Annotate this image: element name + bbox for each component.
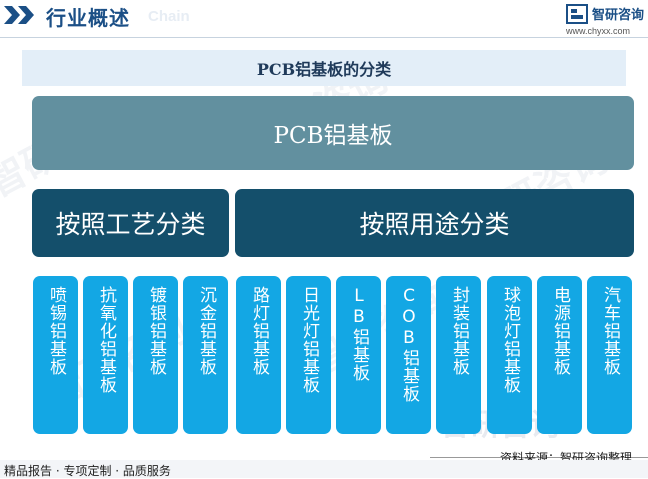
- leaf-node: 喷锡铝基板: [33, 276, 78, 434]
- page-header: 行业概述 Chain 智研咨询 www.chyxx.com: [0, 0, 648, 36]
- logo-url: www.chyxx.com: [566, 26, 631, 36]
- logo-icon: [566, 4, 588, 24]
- root-node: PCB铝基板: [32, 96, 634, 170]
- leaf-label: COB铝基板: [399, 286, 419, 403]
- leaf-node: 抗氧化铝基板: [83, 276, 128, 434]
- category-node-process: 按照工艺分类: [32, 189, 229, 257]
- leaf-label: 电源铝基板: [550, 286, 570, 376]
- leaf-label: 日光灯铝基板: [299, 286, 319, 394]
- leaf-label: LB铝基板: [349, 286, 369, 382]
- leaf-label: 镀银铝基板: [146, 286, 166, 376]
- leaf-node: 汽车铝基板: [587, 276, 632, 434]
- section-title: 行业概述: [46, 6, 130, 30]
- leaf-node: 封装铝基板: [436, 276, 481, 434]
- footer-tagline: 精品报告 · 专项定制 · 品质服务: [4, 464, 171, 478]
- diagram-title: PCB铝基板的分类: [22, 50, 626, 86]
- leaf-node: 球泡灯铝基板: [487, 276, 532, 434]
- leaf-node: 日光灯铝基板: [286, 276, 331, 434]
- leaf-label: 路灯铝基板: [249, 286, 269, 376]
- leaf-label: 喷锡铝基板: [46, 286, 66, 376]
- chevron-marks-icon: [4, 6, 34, 24]
- header-ghost-text: Chain: [148, 8, 190, 25]
- leaf-label: 球泡灯铝基板: [500, 286, 520, 394]
- category-node-usage: 按照用途分类: [235, 189, 634, 257]
- leaf-label: 沉金铝基板: [196, 286, 216, 376]
- logo-name: 智研咨询: [592, 8, 645, 23]
- leaf-node: 电源铝基板: [537, 276, 582, 434]
- leaf-node: 沉金铝基板: [183, 276, 228, 434]
- footer-bar: [0, 460, 648, 478]
- leaf-node: 路灯铝基板: [236, 276, 281, 434]
- leaf-label: 封装铝基板: [449, 286, 469, 376]
- leaf-node: 镀银铝基板: [133, 276, 178, 434]
- header-divider: [0, 37, 648, 38]
- source-divider: [430, 457, 648, 458]
- leaf-node: COB铝基板: [386, 276, 431, 434]
- leaf-label: 汽车铝基板: [600, 286, 620, 376]
- leaf-node: LB铝基板: [336, 276, 381, 434]
- leaf-label: 抗氧化铝基板: [96, 286, 116, 394]
